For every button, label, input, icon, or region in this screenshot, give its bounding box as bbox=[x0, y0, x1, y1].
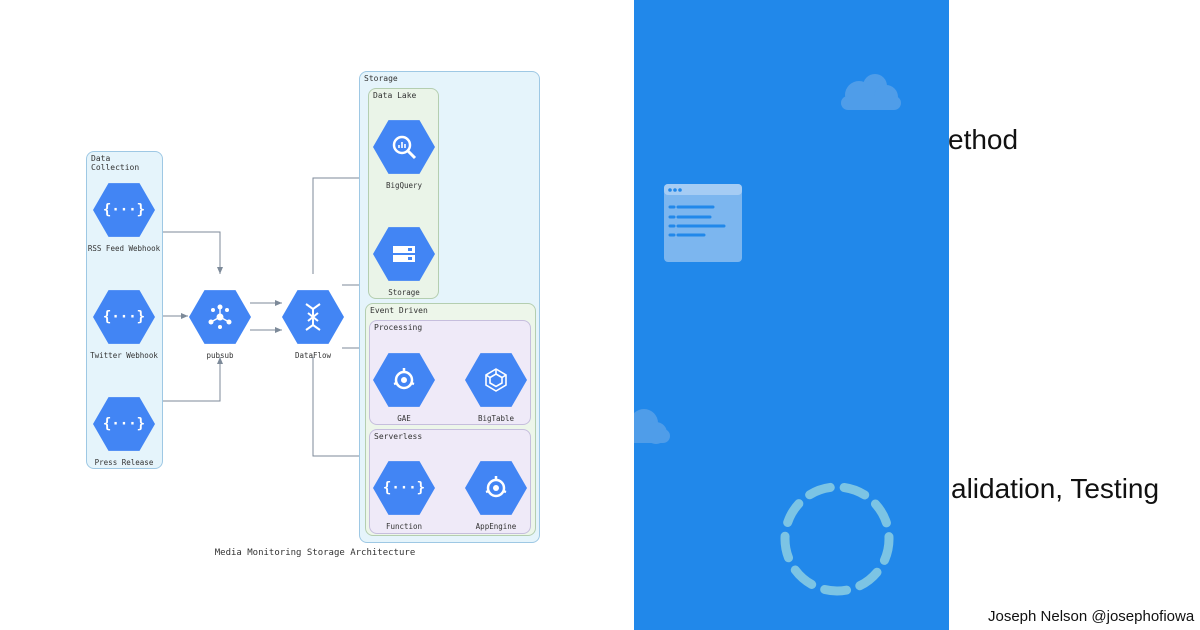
node-storage: Storage bbox=[354, 226, 454, 297]
node-twitter-webhook: {···} Twitter Webhook bbox=[74, 289, 174, 360]
cloud-storage-icon bbox=[373, 227, 435, 281]
app-engine-icon bbox=[373, 353, 435, 407]
node-gae: GAE bbox=[354, 352, 454, 423]
browser-window-icon bbox=[664, 184, 742, 262]
group-title: Serverless bbox=[374, 432, 423, 441]
cloud-functions-icon: {···} bbox=[93, 397, 155, 451]
diagram-caption: Media Monitoring Storage Architecture bbox=[214, 548, 416, 558]
edge-rss-pubsub bbox=[155, 231, 223, 274]
slide-text-line-1: ethod bbox=[948, 124, 1019, 155]
node-rss-feed-webhook: {···} RSS Feed Webhook bbox=[74, 182, 174, 253]
node-label: AppEngine bbox=[475, 522, 517, 531]
group-title: Data Lake bbox=[373, 91, 417, 100]
architecture-diagram: Data Collection Storage Data Lake Event … bbox=[74, 71, 546, 558]
node-pubsub: pubsub bbox=[170, 289, 270, 360]
dataflow-icon bbox=[282, 290, 344, 344]
group-title: Data Collection bbox=[91, 154, 140, 172]
bigtable-icon bbox=[465, 353, 527, 407]
node-dataflow: DataFlow bbox=[263, 289, 363, 360]
node-label: RSS Feed Webhook bbox=[87, 244, 161, 253]
bigquery-icon bbox=[373, 120, 435, 174]
node-label: BigQuery bbox=[385, 181, 423, 190]
edge-dataflow-bigquery bbox=[312, 175, 372, 274]
group-title: Processing bbox=[374, 323, 423, 332]
author-credit: Joseph Nelson @josephofiowa bbox=[988, 608, 1195, 625]
cloud-icon bbox=[634, 409, 670, 444]
node-appengine: AppEngine bbox=[446, 460, 546, 531]
cloud-functions-icon: {···} bbox=[93, 183, 155, 237]
app-engine-icon bbox=[465, 461, 527, 515]
edge-press-pubsub bbox=[155, 357, 223, 402]
node-label: DataFlow bbox=[294, 351, 332, 360]
node-bigtable: BigTable bbox=[446, 352, 546, 423]
node-label: Press Release bbox=[94, 458, 154, 467]
node-label: pubsub bbox=[206, 351, 234, 360]
node-label: Twitter Webhook bbox=[90, 351, 158, 360]
slide-illustration bbox=[634, 74, 901, 596]
node-press-release: {···} Press Release bbox=[74, 396, 174, 467]
node-function: {···} Function bbox=[354, 460, 454, 531]
node-label: Storage bbox=[388, 288, 420, 297]
cloud-icon bbox=[841, 74, 901, 110]
group-title: Event Driven bbox=[370, 306, 428, 315]
cloud-functions-icon: {···} bbox=[373, 461, 435, 515]
node-bigquery: BigQuery bbox=[354, 119, 454, 190]
node-label: GAE bbox=[397, 414, 411, 423]
loading-ring-icon bbox=[780, 482, 894, 596]
pubsub-icon bbox=[189, 290, 251, 344]
slide-text-line-2: alidation, Testing bbox=[951, 473, 1160, 504]
node-label: Function bbox=[385, 522, 423, 531]
slide-blue-panel bbox=[634, 0, 949, 630]
node-label: BigTable bbox=[477, 414, 515, 423]
edge-dataflow-function bbox=[312, 357, 372, 459]
group-title: Storage bbox=[364, 74, 398, 83]
cloud-functions-icon: {···} bbox=[93, 290, 155, 344]
